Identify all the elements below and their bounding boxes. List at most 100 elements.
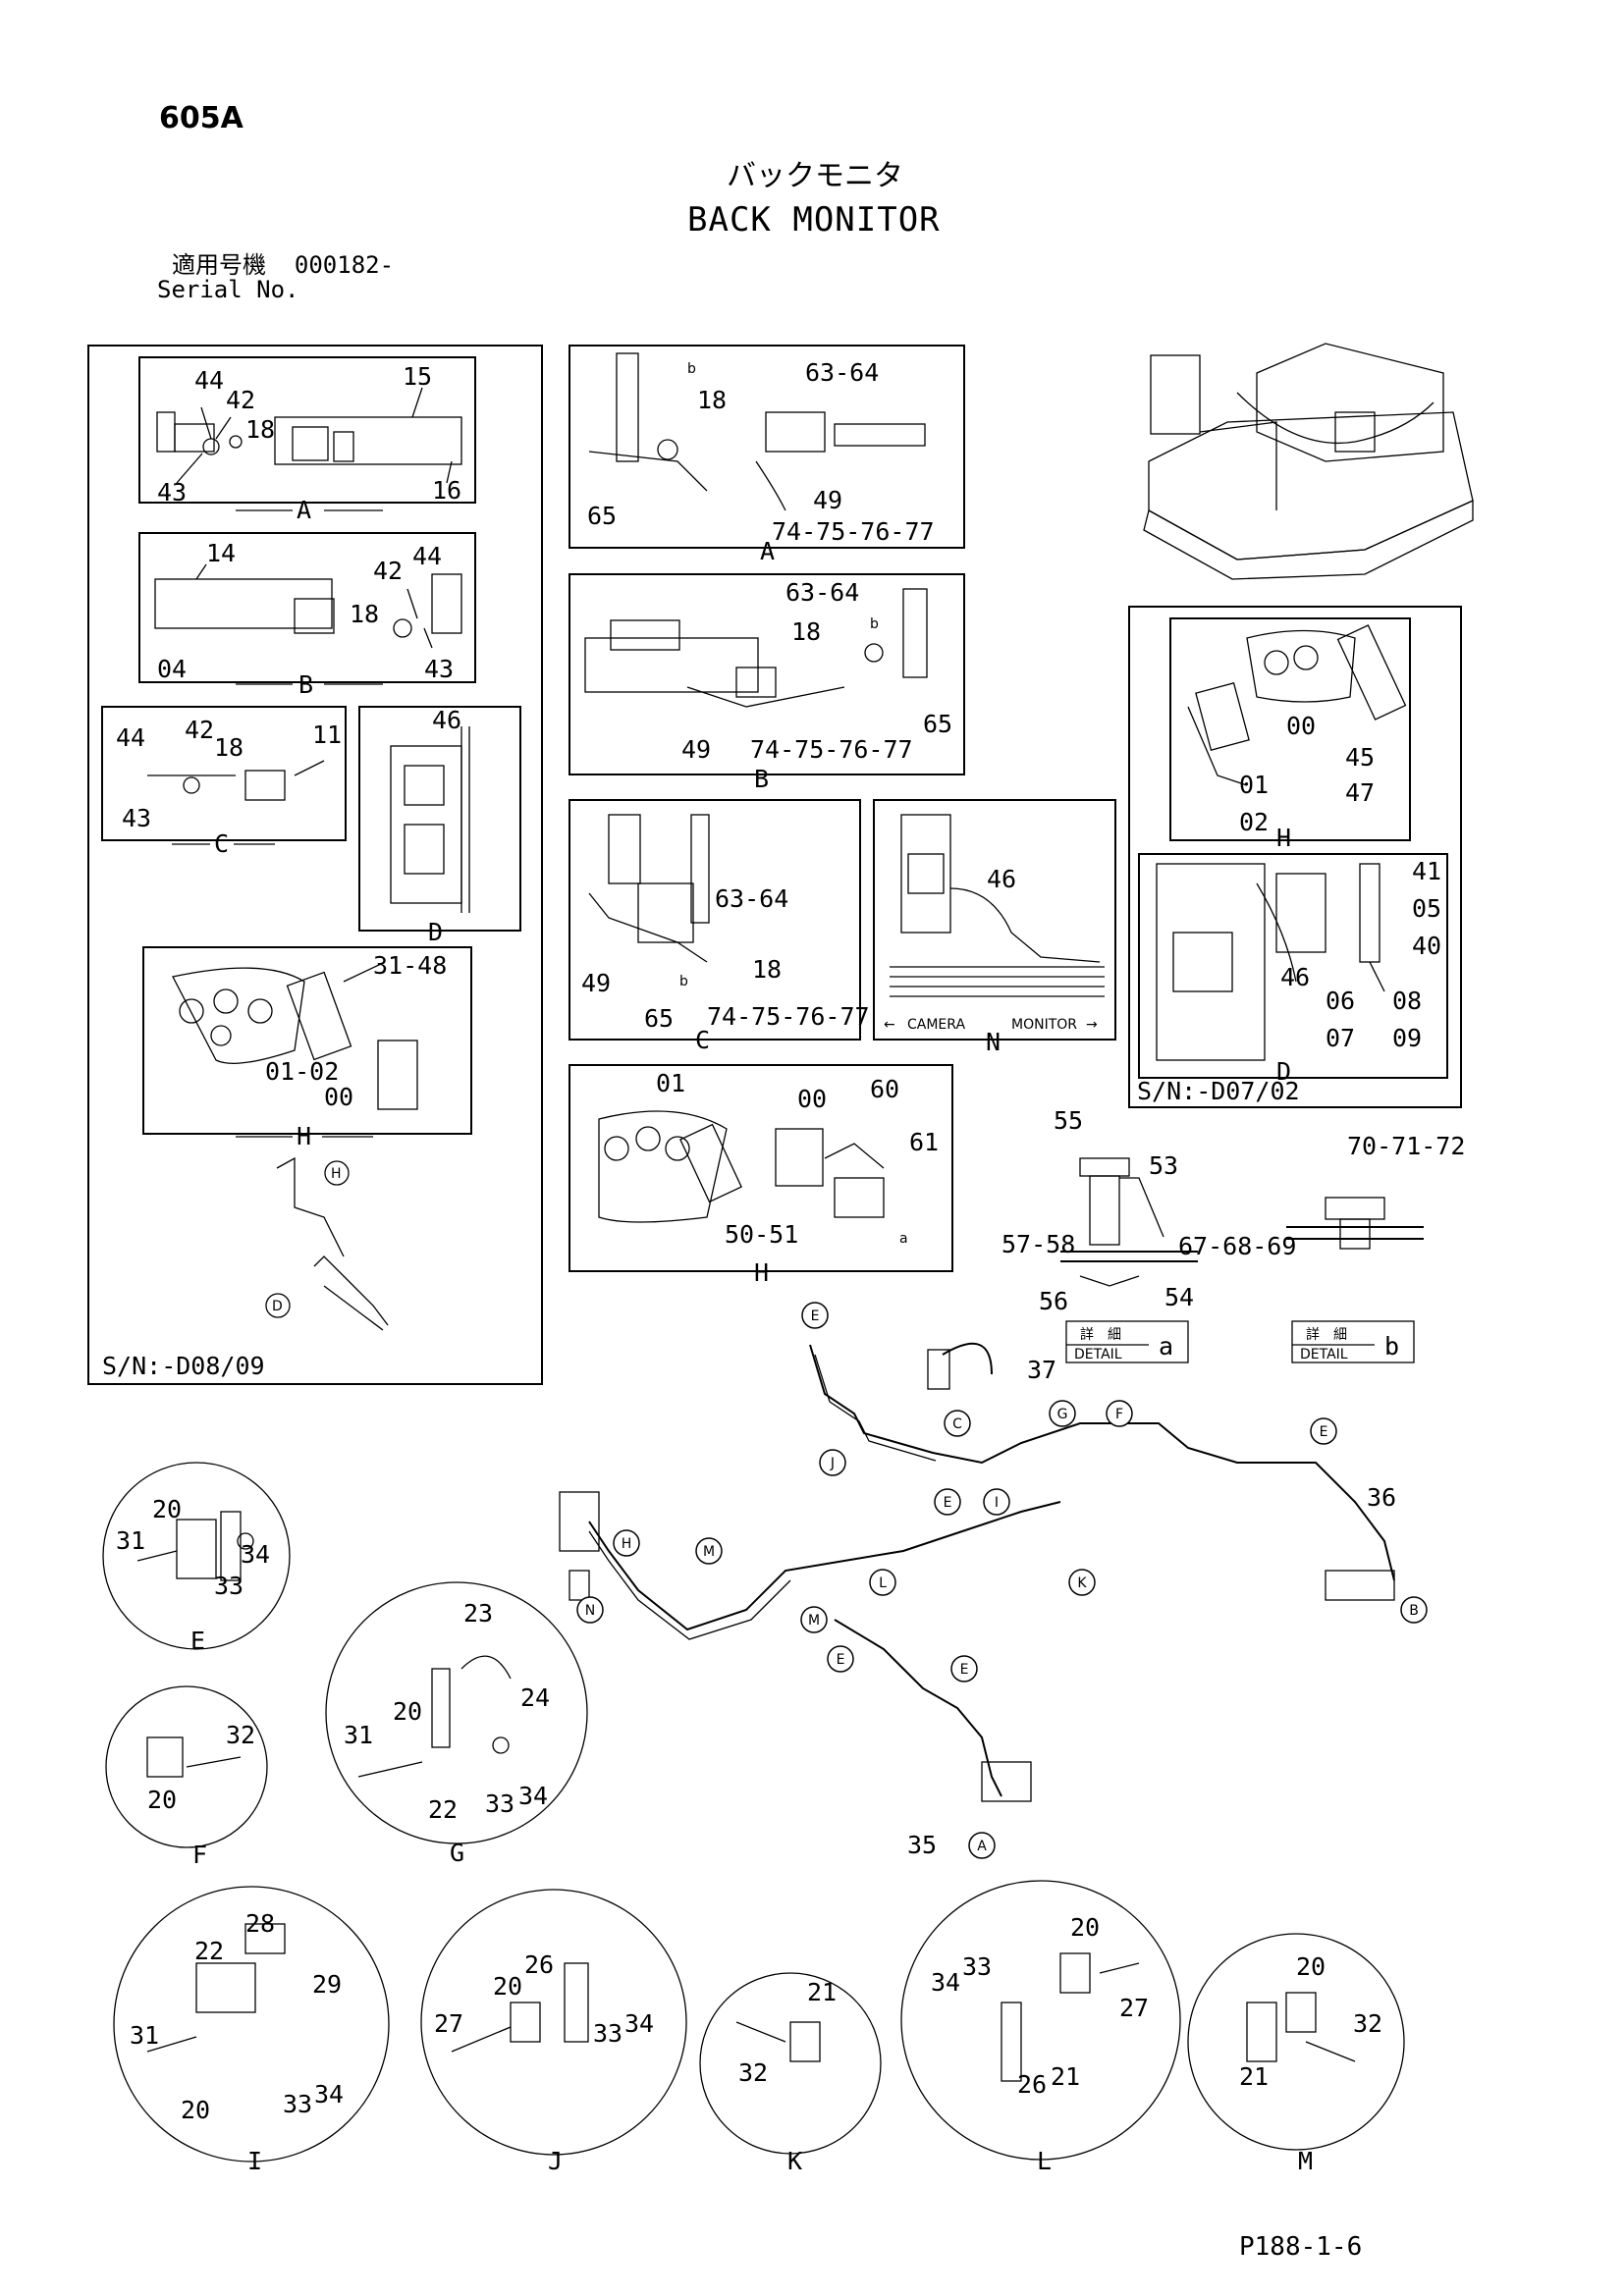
center-panel-c: 63-64 49 b 18 65 74-75-76-77 C	[568, 799, 870, 1054]
c-lbl-11: 11	[312, 721, 342, 749]
harness-lbl-36: 36	[1367, 1483, 1396, 1512]
harness-callout-circle-c	[944, 1410, 971, 1437]
detail-b-tag	[1291, 1320, 1415, 1363]
harness-callout-circle-h	[613, 1529, 640, 1557]
i-lbl-31: 31	[130, 2021, 159, 2050]
i-lbl-22: 22	[194, 1937, 224, 1965]
da-lbl-54: 54	[1164, 1283, 1194, 1311]
ch-lbl-60: 60	[870, 1075, 899, 1103]
b-lbl-04: 04	[157, 655, 187, 683]
harness-callout-circle-l	[869, 1569, 896, 1596]
cn-arrow-right: →	[1086, 1017, 1098, 1033]
b-lbl-44: 44	[412, 542, 442, 570]
harness-callout-circle-b	[1400, 1596, 1428, 1624]
page-title: BACK MONITOR	[687, 200, 941, 240]
ch-lbl-a: a	[899, 1231, 908, 1247]
harness-callout-circle-e	[934, 1488, 961, 1516]
cb-lbl-b: b	[870, 616, 879, 632]
m-lbl-21: 21	[1239, 2062, 1269, 2091]
da-lbl-53: 53	[1149, 1151, 1178, 1180]
g-caption: G	[450, 1839, 464, 1867]
rd-lbl-09: 09	[1392, 1024, 1422, 1052]
lh-lbl-00: 00	[324, 1083, 353, 1111]
rd-caption: D	[1276, 1057, 1291, 1086]
f-caption: F	[192, 1841, 207, 1869]
harness-callout-e: E	[944, 1495, 952, 1511]
harness-callout-l: L	[879, 1575, 887, 1591]
i-lbl-34: 34	[314, 2080, 344, 2109]
circle-j: 20 26 27 33 34 J	[420, 1889, 687, 2175]
db-lbl-67-69: 67-68-69	[1178, 1232, 1296, 1260]
circle-i: 22 28 29 31 20 33 34 I	[113, 1886, 390, 2175]
l-lbl-26: 26	[1017, 2070, 1047, 2099]
rh-lbl-45: 45	[1345, 743, 1375, 772]
circle-e: 20 31 34 33 E	[102, 1462, 291, 1655]
rd-lbl-07: 07	[1326, 1024, 1355, 1052]
b-lbl-43: 43	[424, 655, 454, 683]
i-lbl-28: 28	[245, 1909, 275, 1938]
harness-callout-circle-m	[800, 1606, 828, 1633]
harness-callout-circle-e	[801, 1302, 829, 1329]
k-lbl-32: 32	[738, 2058, 768, 2087]
center-panel-h: 01 00 60 61 50-51 a H	[568, 1064, 953, 1287]
left-callout-h: H	[331, 1166, 342, 1182]
j-lbl-27: 27	[434, 2009, 463, 2038]
harness-callout-circle-j	[819, 1449, 846, 1476]
cc-lbl-18: 18	[752, 955, 782, 984]
db-lbl-70-72: 70-71-72	[1347, 1132, 1465, 1160]
l-caption: L	[1037, 2147, 1052, 2175]
db-tag-en: DETAIL	[1300, 1347, 1348, 1362]
e-caption: E	[190, 1627, 205, 1655]
harness-callout-circle-k	[1068, 1569, 1096, 1596]
left-detail-b: 14 42 44 18 04 43 B	[138, 532, 476, 699]
g-lbl-23: 23	[463, 1599, 493, 1628]
l-lbl-34: 34	[931, 1968, 960, 1997]
center-panel-n: 46 ← CAMERA MONITOR → N	[873, 799, 1116, 1056]
g-lbl-33: 33	[485, 1789, 514, 1818]
cb-caption: B	[754, 765, 769, 793]
harness-callout-m: M	[703, 1544, 715, 1560]
left-detail-a: 44 42 18 15 43 16 A	[138, 356, 476, 524]
j-lbl-34: 34	[624, 2009, 654, 2038]
center-panel-a: b 18 63-64 65 49 74-75-76-77 A	[568, 345, 965, 565]
harness-callout-circle-f	[1106, 1400, 1133, 1427]
right-serial-note: S/N:-D07/02	[1137, 1077, 1300, 1105]
lh-lbl-01-02: 01-02	[265, 1057, 339, 1086]
cc-lbl-b: b	[679, 974, 688, 989]
da-lbl-57-58: 57-58	[1001, 1230, 1075, 1258]
da-lbl-55: 55	[1054, 1106, 1083, 1135]
f-lbl-32: 32	[226, 1721, 255, 1749]
c-lbl-44: 44	[116, 723, 145, 752]
harness-callout-h: H	[622, 1536, 632, 1552]
a-lbl-42: 42	[226, 386, 255, 414]
circle-k: 21 32 K	[699, 1972, 882, 2175]
i-caption: I	[247, 2147, 262, 2175]
ch-lbl-61: 61	[909, 1128, 939, 1156]
j-caption: J	[548, 2147, 563, 2175]
detail-b: 70-71-72 67-68-69 詳 細 DETAIL b	[1178, 1132, 1465, 1363]
ca-lbl-74-77: 74-75-76-77	[772, 517, 935, 546]
harness-callout-e: E	[1320, 1424, 1328, 1440]
harness-callout-circle-a	[968, 1832, 996, 1859]
harness-callout-circle-n	[576, 1596, 604, 1624]
rd-lbl-05: 05	[1412, 894, 1441, 923]
db-tag-letter: b	[1384, 1332, 1399, 1361]
left-panel: S/N:-D08/09 44 42 18 15 43 16 A	[87, 345, 543, 1385]
rd-lbl-40: 40	[1412, 932, 1441, 960]
ch-lbl-50-51: 50-51	[725, 1220, 798, 1249]
cb-lbl-74-77: 74-75-76-77	[750, 735, 913, 764]
ch-lbl-00: 00	[797, 1085, 827, 1113]
i-lbl-29: 29	[312, 1970, 342, 1999]
page-code: 605A	[159, 101, 244, 135]
right-detail-h: 00 45 47 01 02 H	[1169, 617, 1411, 852]
rh-lbl-00: 00	[1286, 712, 1316, 740]
harness-callout-e: E	[811, 1308, 820, 1324]
harness-callout-i: I	[995, 1495, 999, 1511]
serial-label-jp: 適用号機	[172, 251, 266, 279]
e-lbl-34: 34	[241, 1540, 270, 1569]
rh-lbl-01: 01	[1239, 771, 1269, 799]
harness-callout-circle-e	[1310, 1417, 1337, 1445]
cc-caption: C	[695, 1026, 710, 1054]
left-serial-note: S/N:-D08/09	[102, 1352, 265, 1380]
db-tag-jp: 詳 細	[1306, 1327, 1347, 1343]
